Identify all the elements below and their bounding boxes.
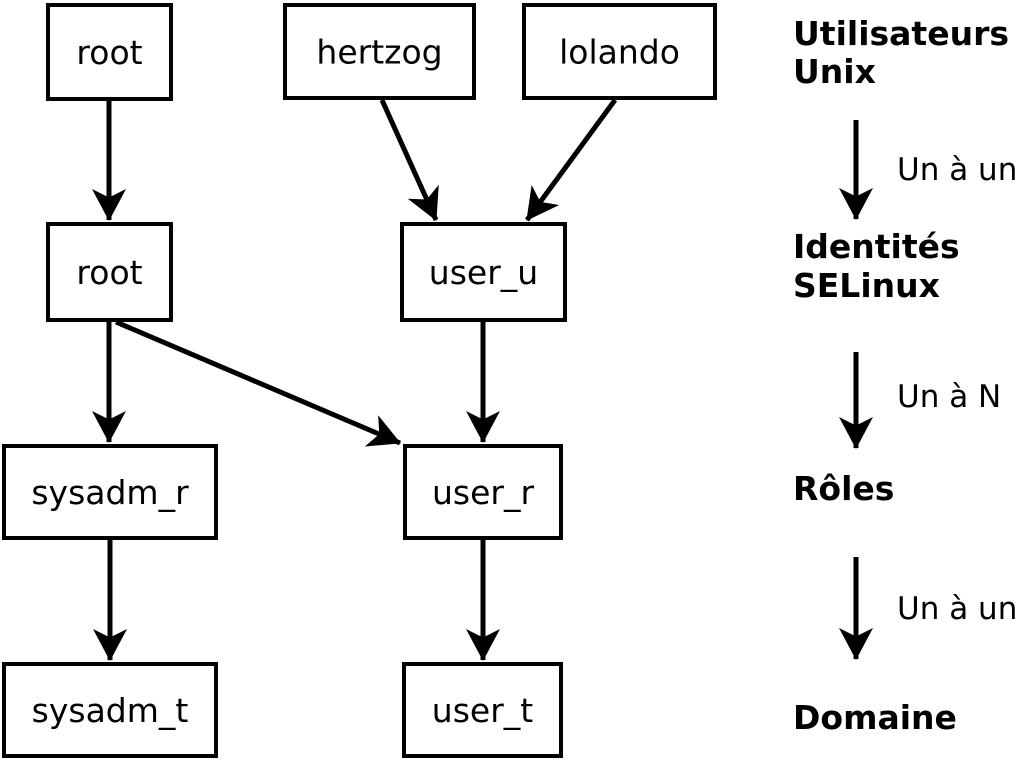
legend-text-un-a-un-1: Un à un [897,152,1017,188]
legend-text-identites-selinux-line1: Identités [793,227,960,266]
node-box [400,222,567,322]
edges-layer [92,98,618,661]
node-box [283,3,476,100]
edge-unix-lolando-to-selinux-user-u [524,98,618,222]
node-unix-hertzog: hertzog [283,3,476,100]
node-role-user-r: user_r [403,444,563,540]
node-label: hertzog [316,33,442,72]
node-role-sysadm-r: sysadm_r [2,444,218,540]
node-label: root [76,33,142,72]
node-box [402,662,563,758]
legend-text-domaine: Domaine [793,698,957,737]
node-box [403,444,563,540]
node-selinux-root: root [46,222,173,322]
node-domain-user-t: user_t [402,662,563,758]
legend-text-identites-selinux-line2: SELinux [793,266,940,305]
node-domain-sysadm-t: sysadm_t [2,662,218,758]
node-label: user_u [429,253,538,292]
legend-text-utilisateurs-unix-line1: Utilisateurs [793,14,1009,53]
node-box [522,3,717,100]
edge-unix-hertzog-to-selinux-user-u [379,98,439,222]
legend-text-utilisateurs-unix-line2: Unix [793,52,876,91]
node-box [2,662,218,758]
node-label: sysadm_r [31,473,189,512]
node-label: user_t [432,691,533,730]
node-label: root [76,253,142,292]
node-label: sysadm_t [32,691,189,730]
node-box [2,444,218,540]
node-label: user_r [432,473,534,512]
edge-selinux-root-to-role-user-r [115,319,401,447]
node-box [46,222,173,322]
node-unix-lolando: lolando [522,3,717,100]
legend-text-roles: Rôles [793,469,894,508]
legend-text-un-a-un-2: Un à un [897,591,1017,627]
node-unix-root: root [46,3,173,101]
node-selinux-user-u: user_u [400,222,567,322]
legend-text-un-a-n: Un à N [897,379,1001,415]
node-label: lolando [559,33,680,72]
node-box [46,3,173,101]
